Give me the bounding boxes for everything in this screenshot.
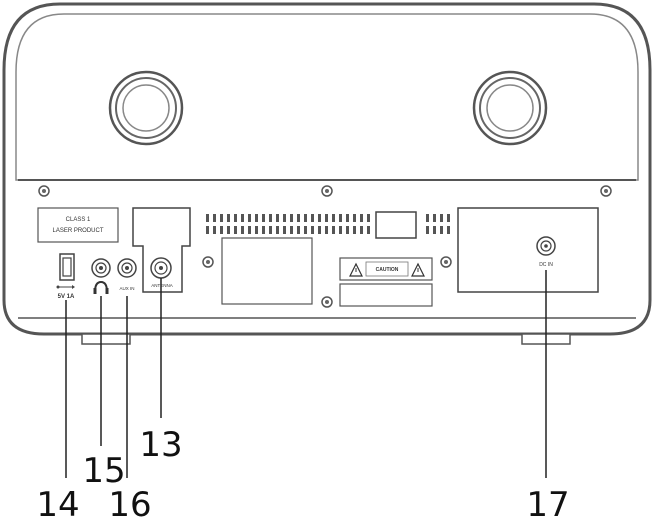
vent-slot bbox=[367, 226, 370, 234]
vent-slot bbox=[440, 226, 443, 234]
headphones-icon bbox=[93, 280, 109, 294]
vent-slot bbox=[433, 214, 436, 222]
vent-slot bbox=[227, 226, 230, 234]
vent-slot bbox=[276, 214, 279, 222]
vent-slot bbox=[332, 226, 335, 234]
vent-slot bbox=[269, 214, 272, 222]
usb-rating-label: 5V 1A bbox=[58, 294, 75, 300]
vent-slot bbox=[360, 214, 363, 222]
warning-triangle-icon bbox=[411, 262, 425, 277]
vent-slot bbox=[426, 226, 429, 234]
center-hatch bbox=[375, 211, 417, 239]
headphone-jack bbox=[91, 258, 111, 278]
vent-slot bbox=[220, 214, 223, 222]
left-bass-port bbox=[108, 70, 184, 146]
vent-slot bbox=[311, 214, 314, 222]
caution-text-box bbox=[365, 261, 409, 277]
vent-slot bbox=[206, 214, 209, 222]
vent-slot bbox=[255, 214, 258, 222]
caution-text: CAUTION bbox=[376, 267, 399, 273]
vent-slot bbox=[304, 214, 307, 222]
screw-icon bbox=[321, 185, 333, 197]
vent-slot bbox=[311, 226, 314, 234]
vent-slot bbox=[297, 214, 300, 222]
vent-slot bbox=[283, 226, 286, 234]
vent-slot bbox=[433, 226, 436, 234]
vent-slot bbox=[360, 226, 363, 234]
vent-slot bbox=[290, 214, 293, 222]
vent-slot bbox=[440, 214, 443, 222]
vent-slot bbox=[346, 226, 349, 234]
antenna-label: ANTENNA bbox=[151, 283, 173, 288]
dc-in-compartment bbox=[457, 207, 599, 293]
warning-triangle-icon bbox=[349, 262, 363, 277]
callout-14: 14 bbox=[36, 485, 79, 525]
callout-15: 15 bbox=[82, 451, 125, 491]
vent-slots bbox=[206, 214, 450, 234]
callout-17: 17 bbox=[526, 485, 569, 525]
screw-icon bbox=[600, 185, 612, 197]
left-cover-plate bbox=[221, 237, 313, 305]
vent-slot bbox=[318, 226, 321, 234]
laser-label-line2: LASER PRODUCT bbox=[52, 228, 103, 234]
vent-slot bbox=[283, 214, 286, 222]
vent-slot bbox=[332, 214, 335, 222]
aux-in-jack bbox=[117, 258, 137, 278]
laser-label bbox=[37, 207, 119, 243]
vent-slot bbox=[227, 214, 230, 222]
vent-slot bbox=[255, 226, 258, 234]
vent-slot bbox=[339, 226, 342, 234]
vent-slot bbox=[290, 226, 293, 234]
vent-slot bbox=[447, 214, 450, 222]
vent-slot bbox=[262, 214, 265, 222]
callout-13: 13 bbox=[139, 425, 182, 465]
screw-icon bbox=[321, 296, 333, 308]
vent-slot bbox=[447, 226, 450, 234]
usb-port bbox=[59, 253, 75, 281]
vent-slot bbox=[248, 214, 251, 222]
vent-slot bbox=[426, 214, 429, 222]
dc-in-socket bbox=[536, 236, 556, 256]
left-foot bbox=[81, 333, 131, 345]
vent-slot bbox=[304, 226, 307, 234]
vent-slot bbox=[213, 214, 216, 222]
right-bass-port bbox=[472, 70, 548, 146]
housing-inner-outline bbox=[15, 13, 639, 181]
aux-in-label: AUX IN bbox=[119, 286, 134, 291]
vent-slot bbox=[248, 226, 251, 234]
vent-slot bbox=[318, 214, 321, 222]
vent-slot bbox=[220, 226, 223, 234]
vent-slot bbox=[367, 214, 370, 222]
vent-slot bbox=[325, 214, 328, 222]
vent-slot bbox=[234, 214, 237, 222]
usb-icon bbox=[56, 285, 75, 289]
vent-slot bbox=[241, 226, 244, 234]
laser-label-line1: CLASS 1 bbox=[66, 217, 91, 223]
vent-slot bbox=[262, 226, 265, 234]
dc-in-label: DC IN bbox=[539, 262, 553, 268]
vent-slot bbox=[206, 226, 209, 234]
screw-icon bbox=[38, 185, 50, 197]
callout-16: 16 bbox=[108, 485, 151, 525]
antenna-socket bbox=[150, 257, 172, 279]
vent-slot bbox=[213, 226, 216, 234]
vent-slot bbox=[325, 226, 328, 234]
vent-slot bbox=[346, 214, 349, 222]
vent-slot bbox=[234, 226, 237, 234]
vent-slot bbox=[269, 226, 272, 234]
vent-slot bbox=[276, 226, 279, 234]
antenna-socket-housing bbox=[132, 207, 191, 293]
vent-slot bbox=[297, 226, 300, 234]
vent-slot bbox=[241, 214, 244, 222]
vent-slot bbox=[339, 214, 342, 222]
vent-slot bbox=[353, 214, 356, 222]
screw-icon bbox=[440, 256, 452, 268]
vent-slot bbox=[353, 226, 356, 234]
screw-icon bbox=[202, 256, 214, 268]
rating-plate bbox=[339, 283, 433, 307]
